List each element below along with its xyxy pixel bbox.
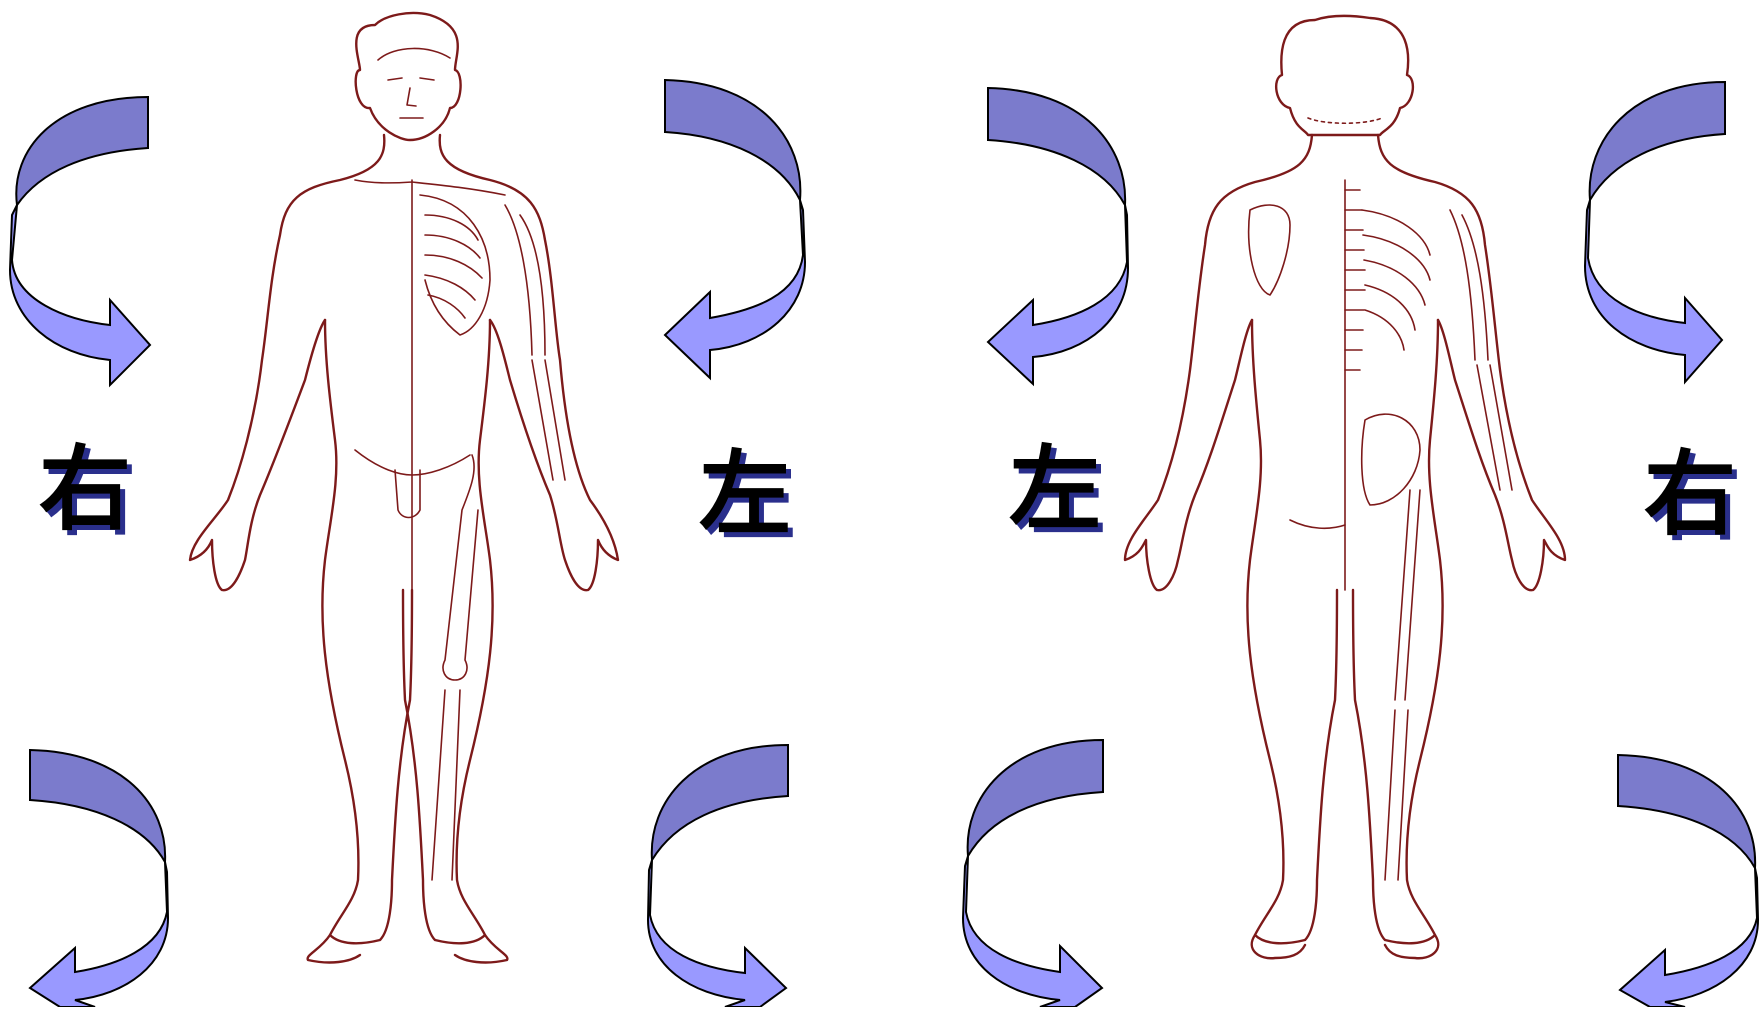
label-right-back: 右 bbox=[1625, 440, 1755, 550]
label-left-front: 左 bbox=[680, 440, 810, 550]
rotate-arrow-icon bbox=[1618, 755, 1758, 1007]
rotate-arrow-icon bbox=[988, 88, 1128, 384]
rotate-arrow-icon bbox=[30, 750, 168, 1007]
rotate-arrow-icon bbox=[963, 740, 1103, 1007]
rotate-arrow-icon bbox=[665, 80, 805, 378]
rotate-arrow-icon bbox=[10, 97, 150, 385]
front-body-icon bbox=[190, 13, 618, 962]
rotate-arrow-icon bbox=[648, 745, 788, 1007]
rotate-arrow-icon bbox=[1585, 82, 1725, 382]
label-right-front: 右 bbox=[20, 435, 150, 545]
label-left-back: 左 bbox=[990, 435, 1120, 545]
back-body-icon bbox=[1125, 16, 1565, 958]
